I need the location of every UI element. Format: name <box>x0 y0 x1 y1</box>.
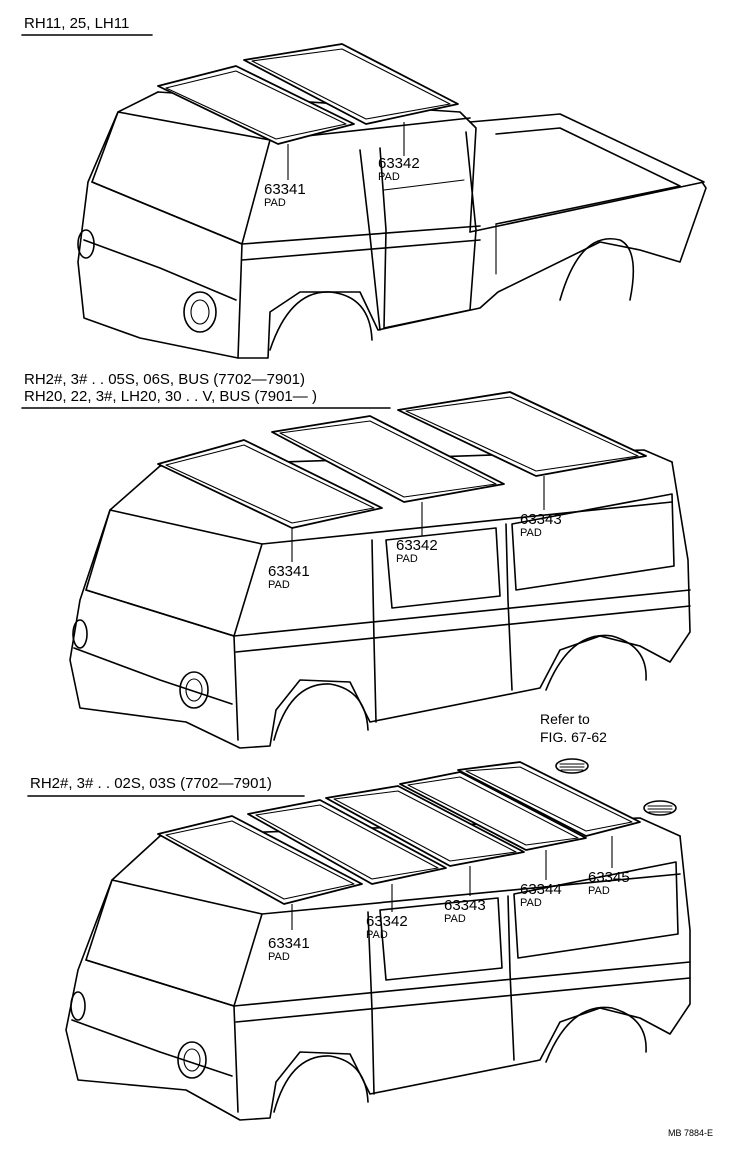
pad-63341-sec2 <box>157 439 383 529</box>
callout-pad-63341-sec3: PAD <box>268 951 290 963</box>
section-2: RH2#, 3# . . 05S, 06S, BUS (7702—7901) R… <box>21 371 691 749</box>
roof-vent-front <box>555 758 589 774</box>
reference-line-1: Refer to <box>540 711 590 727</box>
callout-pad-63344-sec3: PAD <box>520 897 542 909</box>
callout-pad-63342-sec3: PAD <box>366 929 388 941</box>
callout-pad-63342-sec2: PAD <box>396 553 418 565</box>
pad-63345-sec3 <box>457 761 641 837</box>
section-1-header-line-1: RH11, 25, LH11 <box>24 15 129 32</box>
pad-63341-sec3 <box>157 815 363 905</box>
pad-63341-sec1 <box>157 65 355 145</box>
van-body-section-2 <box>69 449 691 749</box>
pad-63344-sec3 <box>399 771 587 851</box>
roof-pads-section-3 <box>157 761 641 905</box>
callout-pad-63345-sec3: PAD <box>588 885 610 897</box>
section-2-header-line-1: RH2#, 3# . . 05S, 06S, BUS (7702—7901) <box>24 371 305 388</box>
pickup-truck-body <box>77 91 707 359</box>
callout-63345-sec3: 63345 <box>588 869 630 886</box>
callout-63343-sec3: 63343 <box>444 897 486 914</box>
callout-63344-sec3: 63344 <box>520 881 562 898</box>
callout-63341-sec1: 63341 <box>264 181 306 198</box>
drawing-code: MB 7884-E <box>668 1128 713 1138</box>
pad-63343-sec2 <box>397 391 647 477</box>
callout-pad-63343-sec3: PAD <box>444 913 466 925</box>
callout-pad-63342-sec1: PAD <box>378 171 400 183</box>
callout-pad-63343-sec2: PAD <box>520 527 542 539</box>
callout-63341-sec3: 63341 <box>268 935 310 952</box>
section-3: Refer to FIG. 67-62 RH2#, 3# . . 02S, 03… <box>27 711 691 1121</box>
callout-63341-sec2: 63341 <box>268 563 310 580</box>
roof-vents <box>555 758 677 816</box>
roof-pads-section-2 <box>157 391 647 529</box>
pad-63342-sec1 <box>243 43 459 125</box>
pad-63342-sec2 <box>271 415 505 503</box>
van-body-section-3 <box>65 817 691 1121</box>
pad-63342-sec3 <box>247 799 447 885</box>
reference-line-2: FIG. 67-62 <box>540 729 607 745</box>
callout-63342-sec1: 63342 <box>378 155 420 172</box>
callout-63343-sec2: 63343 <box>520 511 562 528</box>
roof-pads-section-1 <box>157 43 459 145</box>
section-1: RH11, 25, LH11 <box>21 15 707 359</box>
roof-vent-rear <box>643 800 677 816</box>
callout-pad-63341-sec1: PAD <box>264 197 286 209</box>
callout-pad-63341-sec2: PAD <box>268 579 290 591</box>
pad-63343-sec3 <box>325 785 525 867</box>
callout-63342-sec2: 63342 <box>396 537 438 554</box>
section-3-header-line-1: RH2#, 3# . . 02S, 03S (7702—7901) <box>30 775 272 792</box>
section-2-header-line-2: RH20, 22, 3#, LH20, 30 . . V, BUS (7901—… <box>24 388 317 405</box>
callout-63342-sec3: 63342 <box>366 913 408 930</box>
